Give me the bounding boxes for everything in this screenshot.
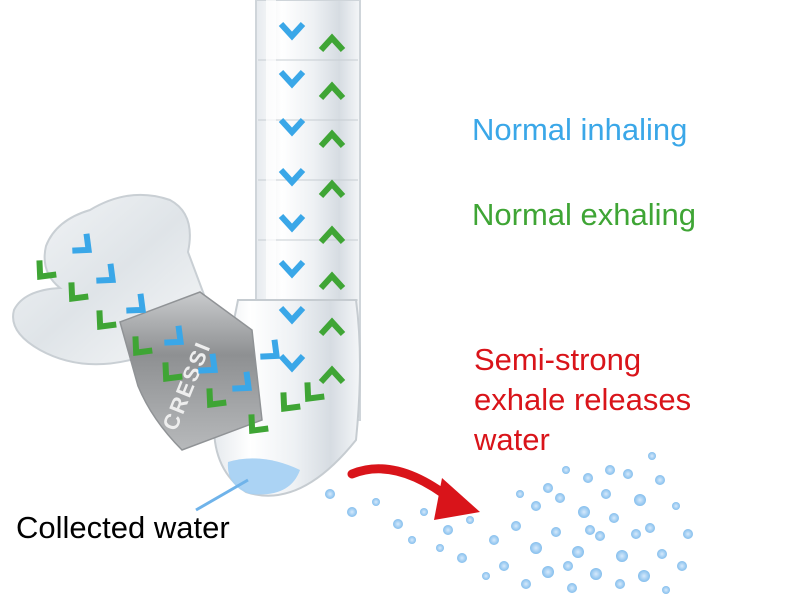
- water-droplet: [372, 498, 380, 506]
- chevron-down-icon: [164, 325, 184, 346]
- chevron-up-icon: [318, 317, 346, 337]
- chevron-down-icon: [126, 293, 146, 314]
- water-droplet: [347, 507, 357, 517]
- water-droplet: [530, 542, 542, 554]
- chevron-up-icon: [280, 392, 301, 412]
- water-droplet: [583, 473, 593, 483]
- water-droplet: [482, 572, 490, 580]
- chevron-up-icon: [132, 336, 153, 356]
- water-droplet: [634, 494, 646, 506]
- water-droplet: [408, 536, 416, 544]
- chevron-down-icon: [278, 167, 306, 187]
- water-droplet: [325, 489, 335, 499]
- chevron-up-icon: [304, 382, 325, 402]
- water-droplet: [631, 529, 641, 539]
- water-droplet: [555, 493, 565, 503]
- water-droplet: [662, 586, 670, 594]
- water-droplet: [677, 561, 687, 571]
- water-droplet: [615, 579, 625, 589]
- water-droplet: [683, 529, 693, 539]
- chevron-down-icon: [198, 353, 218, 374]
- chevron-up-icon: [318, 81, 346, 101]
- chevron-up-icon: [318, 225, 346, 245]
- water-droplet: [542, 566, 554, 578]
- water-droplet: [601, 489, 611, 499]
- pointer-line: [195, 478, 249, 512]
- water-droplet: [638, 570, 650, 582]
- chevron-down-icon: [278, 69, 306, 89]
- chevron-down-icon: [72, 233, 92, 254]
- chevron-up-icon: [318, 33, 346, 53]
- water-droplet: [562, 466, 570, 474]
- chevron-down-icon: [278, 213, 306, 233]
- chevron-up-icon: [68, 282, 89, 302]
- water-droplet: [648, 452, 656, 460]
- water-droplet: [572, 546, 584, 558]
- water-droplet: [623, 469, 633, 479]
- water-droplet: [655, 475, 665, 485]
- water-droplet: [531, 501, 541, 511]
- water-droplet: [466, 516, 474, 524]
- water-droplet: [457, 553, 467, 563]
- water-droplet: [551, 527, 561, 537]
- chevron-up-icon: [318, 365, 346, 385]
- water-droplet: [590, 568, 602, 580]
- chevron-up-icon: [318, 129, 346, 149]
- chevron-up-icon: [206, 388, 227, 408]
- chevron-down-icon: [278, 259, 306, 279]
- chevron-down-icon: [278, 353, 306, 373]
- chevron-down-icon: [96, 263, 116, 284]
- water-droplet: [443, 525, 453, 535]
- chevron-up-icon: [248, 414, 269, 434]
- water-droplet: [563, 561, 573, 571]
- water-droplet: [516, 490, 524, 498]
- water-droplet: [567, 583, 577, 593]
- water-droplet: [521, 579, 531, 589]
- legend-inhale-label: Normal inhaling: [472, 112, 688, 147]
- water-spray: [325, 452, 693, 594]
- curved-arrow-icon: [347, 464, 480, 520]
- chevron-down-icon: [260, 339, 280, 360]
- water-droplet: [672, 502, 680, 510]
- chevron-down-icon: [278, 21, 306, 41]
- water-droplet: [543, 483, 553, 493]
- water-droplet: [436, 544, 444, 552]
- legend-exhale-label: Normal exhaling: [472, 197, 696, 232]
- water-droplet: [585, 525, 595, 535]
- chevron-up-icon: [36, 260, 57, 280]
- release-line-1: Semi-strong: [474, 342, 642, 377]
- water-droplet: [511, 521, 521, 531]
- chevron-up-icon: [318, 271, 346, 291]
- collar: [119, 291, 263, 451]
- water-droplet: [657, 549, 667, 559]
- water-droplet: [616, 550, 628, 562]
- collected-water-label: Collected water: [16, 510, 230, 545]
- exhale-markers: [36, 33, 346, 434]
- water-droplet: [420, 508, 428, 516]
- chevron-up-icon: [318, 179, 346, 199]
- release-line-2: exhale releases: [474, 382, 692, 417]
- chevron-up-icon: [96, 310, 117, 330]
- water-droplet: [393, 519, 403, 529]
- release-annotation: Semi-strong exhale releases water: [474, 340, 774, 460]
- water-droplet: [605, 465, 615, 475]
- chevron-up-icon: [162, 362, 183, 382]
- chevron-down-icon: [278, 305, 306, 325]
- collected-water-pool: [227, 458, 300, 495]
- release-line-3: water: [474, 422, 550, 457]
- inhale-markers: [72, 21, 306, 392]
- chevron-down-icon: [232, 371, 252, 392]
- water-droplet: [499, 561, 509, 571]
- chevron-down-icon: [278, 117, 306, 137]
- water-droplet: [595, 531, 605, 541]
- water-droplet: [578, 506, 590, 518]
- water-droplet: [489, 535, 499, 545]
- water-droplet: [645, 523, 655, 533]
- water-droplet: [609, 513, 619, 523]
